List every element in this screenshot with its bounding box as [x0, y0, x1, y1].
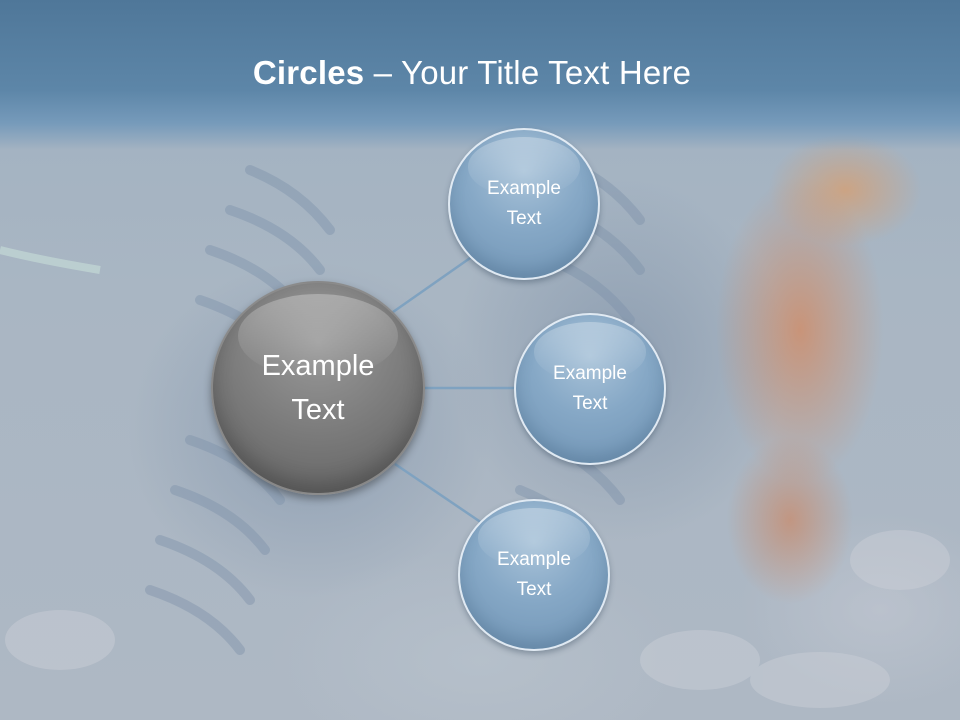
title-band: [0, 0, 960, 150]
center-circle-label: Example Text: [261, 350, 375, 426]
outer-circle-bottom-label: Example Text: [497, 549, 571, 600]
outer-circle-top[interactable]: Example Text: [448, 128, 600, 280]
outer-circle-middle[interactable]: Example Text: [514, 313, 666, 465]
connector-bottom: [394, 462, 483, 525]
outer-circle-bottom[interactable]: Example Text: [458, 499, 610, 651]
title-rest: – Your Title Text Here: [364, 54, 692, 91]
slide-title: Circles – Your Title Text Here: [0, 54, 944, 92]
connector-top: [392, 254, 474, 314]
outer-circle-top-label: Example Text: [487, 178, 561, 229]
title-bold: Circles: [252, 54, 365, 91]
center-circle[interactable]: Example Text: [211, 281, 425, 495]
outer-circle-middle-label: Example Text: [553, 363, 627, 414]
